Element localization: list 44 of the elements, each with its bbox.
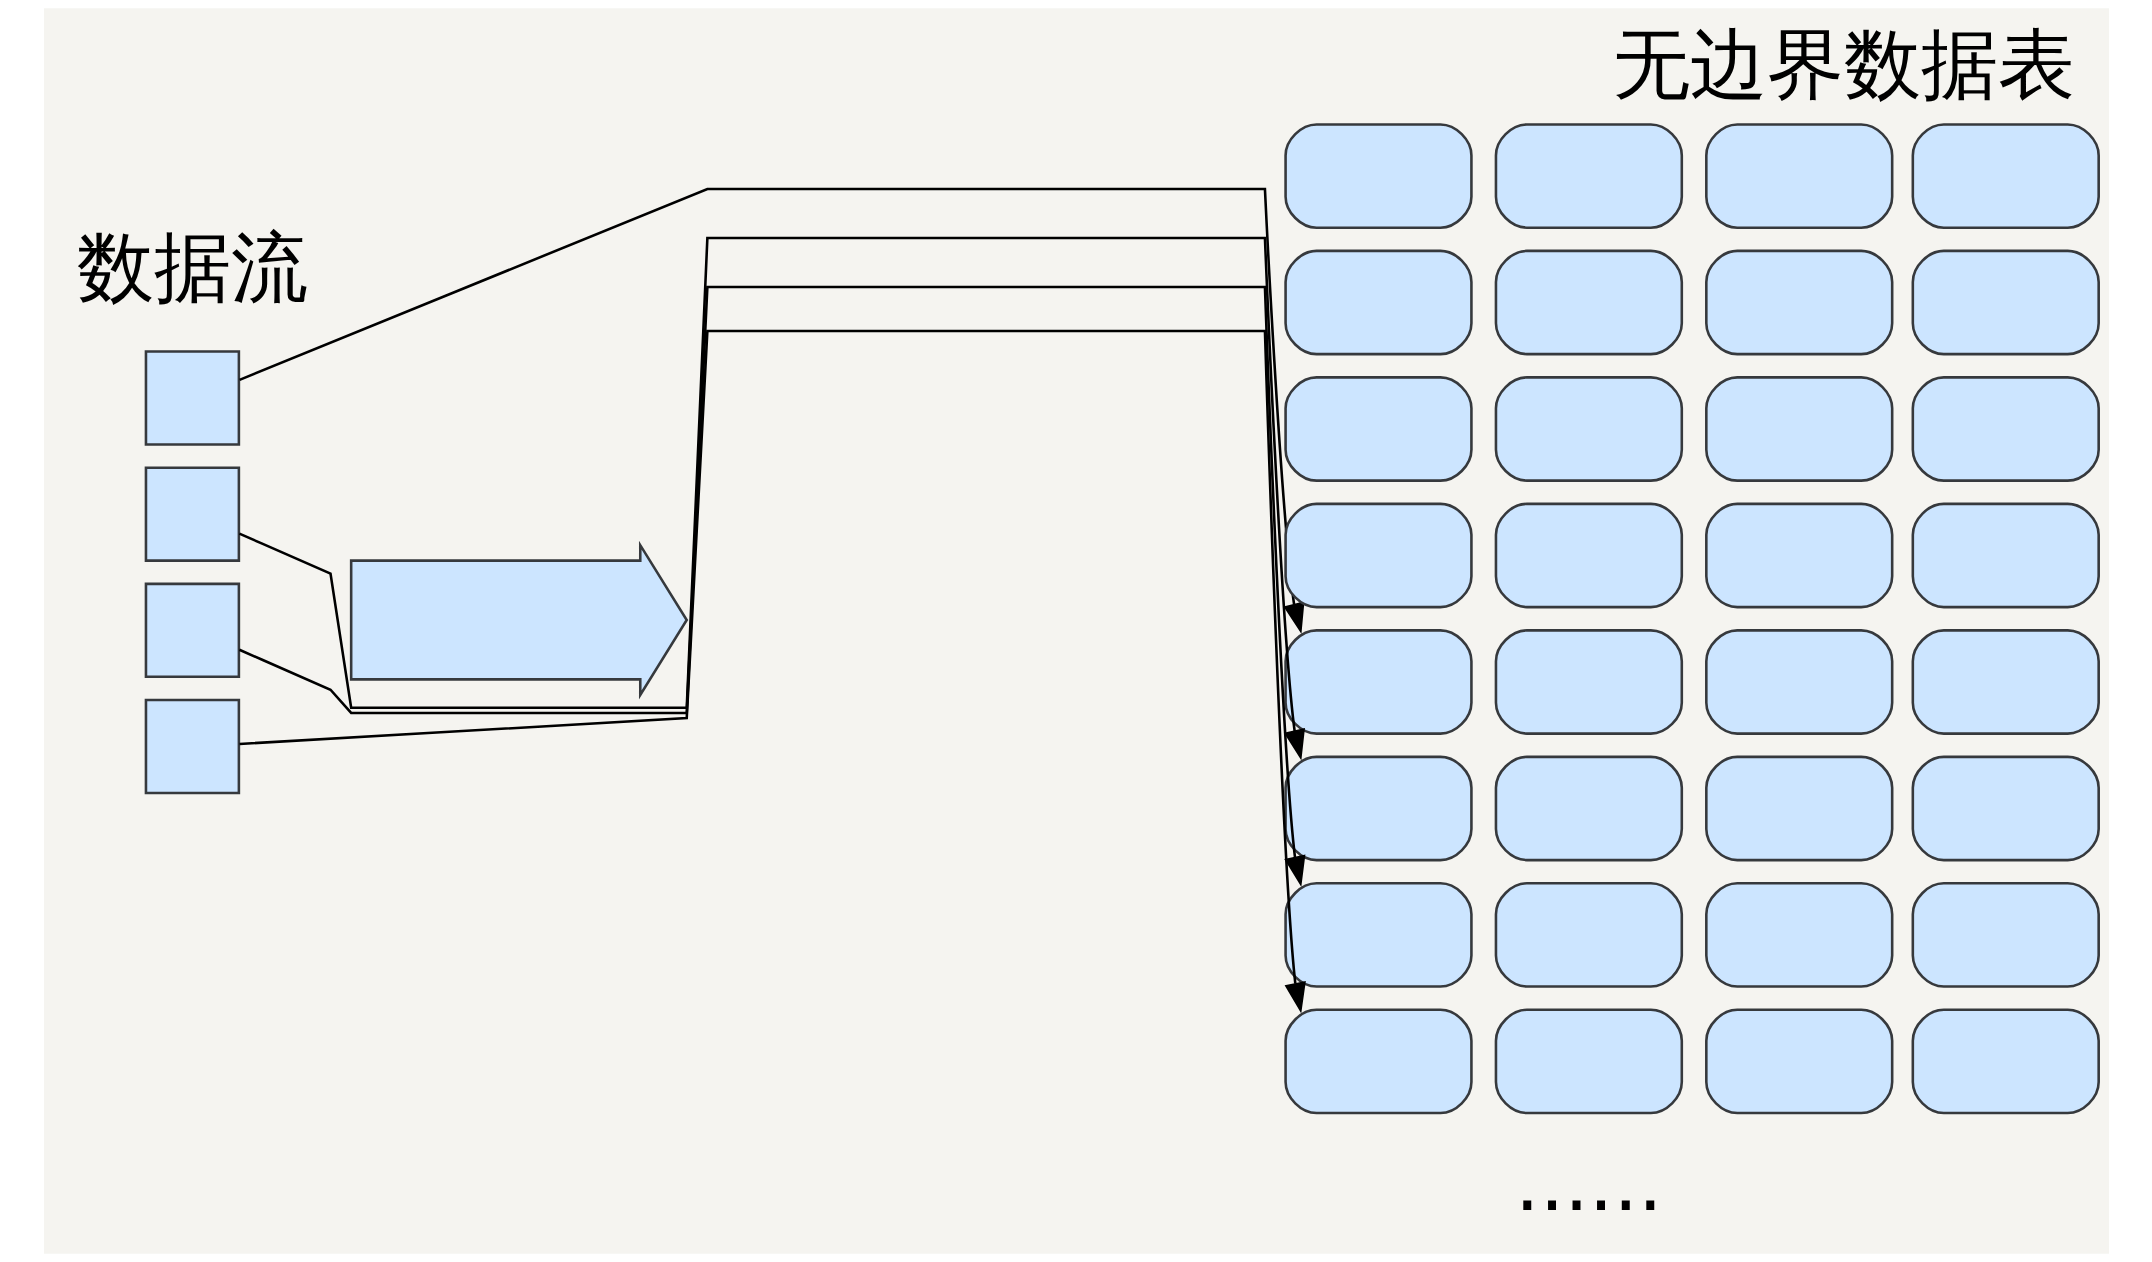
node-box	[1911, 249, 2100, 356]
arrow	[238, 187, 1304, 635]
node-box	[1494, 629, 1683, 735]
node-box	[1283, 123, 1473, 229]
node-box	[1704, 502, 1893, 609]
node-box	[1704, 629, 1893, 735]
node-box	[144, 582, 240, 679]
node-box	[1283, 882, 1473, 988]
node-box	[1911, 376, 2100, 482]
node-box	[144, 466, 240, 562]
label: 数据流	[76, 221, 308, 312]
node-box	[144, 698, 240, 795]
node-box	[1494, 502, 1683, 609]
node-box	[1911, 123, 2100, 229]
node-box	[1494, 882, 1683, 988]
node-box	[1494, 123, 1683, 229]
node-box	[1283, 755, 1473, 862]
node-box	[1704, 882, 1893, 988]
diagram-title: 无边界数据表	[1612, 18, 2075, 109]
node-box	[1283, 376, 1473, 482]
node-box	[1283, 629, 1473, 735]
node-box	[1283, 1008, 1473, 1115]
node-box	[1494, 755, 1683, 862]
node-box	[1704, 249, 1893, 356]
node-box	[1494, 1008, 1683, 1115]
node-box	[1704, 376, 1893, 482]
arrow	[238, 329, 1306, 1014]
node-box	[1494, 376, 1683, 482]
arrow	[238, 285, 1305, 888]
node-box	[1283, 249, 1473, 356]
node-box	[1494, 249, 1683, 356]
node-box	[1911, 629, 2100, 735]
node-box	[1911, 502, 2100, 609]
node-box	[1911, 755, 2100, 862]
node-box	[1704, 123, 1893, 229]
node-box	[1911, 1008, 2100, 1115]
node-box	[1704, 755, 1893, 862]
arrow	[238, 236, 1305, 761]
node-box	[1911, 882, 2100, 988]
node-arrow	[349, 540, 688, 700]
node-box	[144, 350, 240, 446]
node-box	[1704, 1008, 1893, 1115]
label: ......	[1514, 1137, 1663, 1228]
node-box	[1283, 502, 1473, 609]
